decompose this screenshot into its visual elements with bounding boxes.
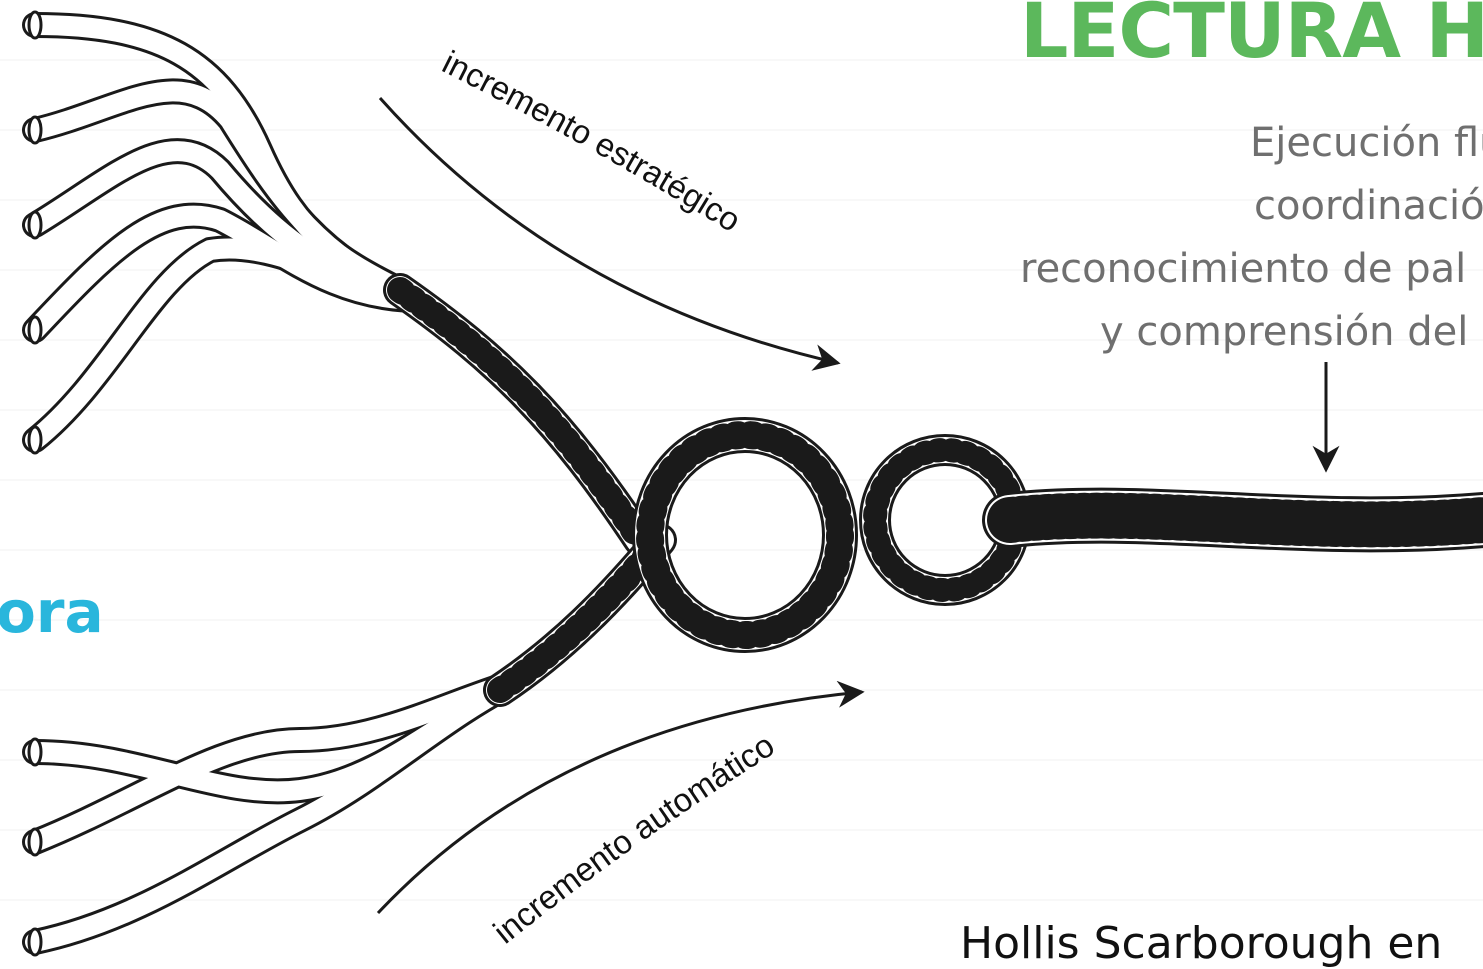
upper-rope [400,290,640,540]
left-word: ora [0,578,104,646]
upper-strands [29,12,420,453]
merged-rope [650,435,1483,635]
lower-strands [29,680,520,955]
credit: Hollis Scarborough en [960,918,1442,969]
strategic-label: incremento estratégico [437,43,747,239]
page-title: LECTURA HA [1020,0,1483,75]
description-line-2: coordinació [1000,175,1483,238]
description-line-3: reconocimiento de pal [1000,238,1483,301]
description-line-4: y comprensión del [1000,301,1483,364]
description: Ejecución flu coordinació reconocimiento… [1000,112,1483,364]
description-line-1: Ejecución flu [1000,112,1483,175]
strategic-label-svg: incremento estratégico [437,43,747,239]
